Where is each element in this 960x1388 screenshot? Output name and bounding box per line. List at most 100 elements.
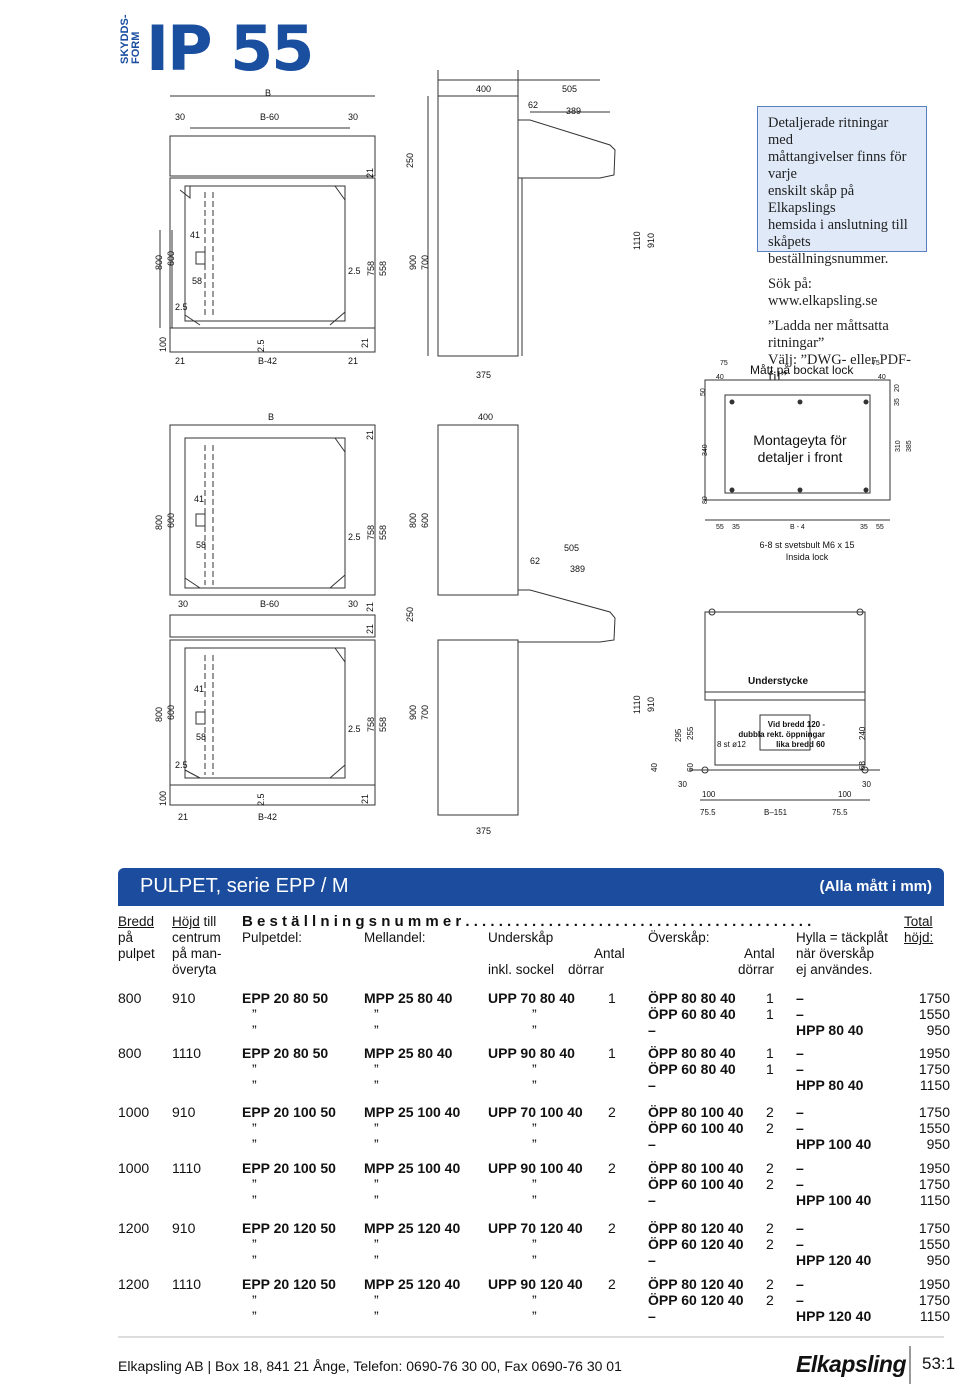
understycke-note-line: Vid bredd 120 - — [767, 720, 825, 729]
cell-overskap: ÖPP 80 80 40 — [648, 1045, 736, 1061]
ditto-mark: ” — [532, 1176, 537, 1192]
cell-total: 1750 — [918, 1220, 950, 1236]
cell-mellandel: MPP 25 100 40 — [364, 1160, 461, 1176]
cell-underskap-antal: 2 — [608, 1160, 616, 1176]
cell-total: 1950 — [918, 1160, 950, 1176]
ditto-mark: ” — [374, 1252, 379, 1268]
cell-total: 1150 — [919, 1308, 950, 1324]
cell-hojd: 910 — [172, 1220, 196, 1236]
cell-hylla: – — [796, 1160, 804, 1176]
lid-note-line: Insida lock — [785, 552, 829, 562]
understycke-holes: 8 st ø12 — [717, 740, 746, 749]
cell-hylla: – — [796, 1292, 804, 1308]
cell-overskap: ÖPP 80 80 40 — [648, 990, 736, 1006]
cell-overskap: – — [648, 1077, 656, 1093]
cell-total: 1750 — [918, 1061, 950, 1077]
lid-note-line: 6-8 st svetsbult M6 x 15 — [759, 540, 855, 550]
ditto-mark: ” — [252, 1061, 257, 1077]
dim-558: 558 — [378, 716, 388, 732]
dim-910: 910 — [646, 232, 656, 248]
cell-overskap: – — [648, 1252, 656, 1268]
dim-50: 50 — [700, 388, 707, 396]
col-hylla: Hylla = täckplåt när överskåp ej använde… — [796, 930, 888, 978]
dim-600: 600 — [166, 512, 176, 528]
dim-75.5: 75.5 — [832, 808, 848, 817]
col-bestallning: B e s t ä l l n i n g s n u m m e r . . … — [242, 914, 812, 930]
hdr-text: Total — [904, 914, 933, 929]
dim-35: 35 — [894, 398, 901, 406]
ditto-mark: ” — [374, 1192, 379, 1208]
dim-2.5: 2.5 — [348, 266, 361, 276]
ditto-mark: ” — [374, 1061, 379, 1077]
col-bredd: Bredd på pulpet — [118, 914, 155, 962]
cell-hylla: – — [796, 1236, 804, 1252]
section-title: PULPET, serie EPP / M — [140, 875, 349, 897]
cell-total: 1750 — [918, 1176, 950, 1192]
dim-400: 400 — [478, 412, 494, 422]
ditto-mark: ” — [374, 1136, 379, 1152]
cell-overskap: – — [648, 1308, 656, 1324]
cell-underskap: UPP 90 120 40 — [488, 1276, 583, 1292]
dim-55: 55 — [716, 524, 724, 531]
dim-389: 389 — [566, 106, 582, 116]
cell-pulpetdel: EPP 20 100 50 — [242, 1104, 336, 1120]
dim-58: 58 — [196, 732, 207, 742]
lid-caption: Montageyta för detaljer i front — [735, 432, 865, 466]
hdr-text: på — [118, 930, 134, 945]
cell-total: 1550 — [918, 1236, 950, 1252]
dim-758: 758 — [366, 716, 376, 732]
dim-389: 389 — [570, 564, 586, 574]
dim-100: 100 — [838, 790, 852, 799]
ditto-mark: ” — [252, 1252, 257, 1268]
hdr-text: centrum — [172, 930, 221, 945]
dim-250: 250 — [405, 606, 415, 622]
ditto-mark: ” — [374, 1077, 379, 1093]
cell-overskap-antal: 2 — [766, 1176, 774, 1192]
cell-overskap: ÖPP 60 100 40 — [648, 1176, 744, 1192]
dim-240: 240 — [858, 726, 867, 740]
cell-overskap: ÖPP 60 80 40 — [648, 1061, 736, 1077]
cell-overskap-antal: 2 — [766, 1160, 774, 1176]
hdr-text: Antal — [594, 946, 625, 961]
dim-58: 58 — [196, 540, 207, 550]
hdr-text: Höjd — [172, 914, 200, 929]
understycke-note-line: dubbla rekt. öppningar — [738, 730, 825, 739]
info-line: skåpets beställningsnummer. — [768, 234, 889, 267]
cell-total: 1550 — [918, 1120, 950, 1136]
dim-68: 68 — [858, 761, 867, 770]
cell-overskap: ÖPP 80 120 40 — [648, 1220, 744, 1236]
dim-58: 58 — [192, 276, 203, 286]
dim-21: 21 — [365, 429, 375, 440]
cell-pulpetdel: EPP 20 120 50 — [242, 1276, 336, 1292]
dim-21: 21 — [365, 601, 375, 612]
cell-pulpetdel: EPP 20 100 50 — [242, 1160, 336, 1176]
dim-1110: 1110 — [632, 695, 642, 714]
ditto-mark: ” — [374, 1308, 379, 1324]
dim-600: 600 — [166, 250, 176, 266]
dim-21: 21 — [365, 167, 375, 178]
hdr-text: pulpet — [118, 946, 155, 961]
dim-B: B — [268, 412, 275, 422]
brand-logo: Elkapsling — [796, 1351, 907, 1377]
dim-505: 505 — [564, 543, 580, 553]
dim-75.5: 75.5 — [700, 808, 716, 817]
cell-hojd: 1110 — [172, 1276, 202, 1292]
dim-255: 255 — [686, 726, 695, 740]
understycke-title: Understycke — [748, 676, 809, 687]
dim-75: 75 — [872, 360, 880, 367]
ditto-mark: ” — [374, 1022, 379, 1038]
cell-overskap-antal: 2 — [766, 1220, 774, 1236]
dim-30: 30 — [678, 780, 687, 789]
cell-underskap-antal: 2 — [608, 1276, 616, 1292]
dim-310: 310 — [895, 440, 902, 452]
cell-total: 1750 — [918, 990, 950, 1006]
ditto-mark: ” — [532, 1252, 537, 1268]
cell-total: 1150 — [919, 1192, 950, 1208]
dim-2.5: 2.5 — [256, 339, 266, 352]
cell-hylla: – — [796, 1104, 804, 1120]
cell-hylla: – — [796, 1006, 804, 1022]
footer-rules — [0, 1334, 960, 1388]
ditto-mark: ” — [532, 1022, 537, 1038]
cell-mellandel: MPP 25 100 40 — [364, 1104, 461, 1120]
